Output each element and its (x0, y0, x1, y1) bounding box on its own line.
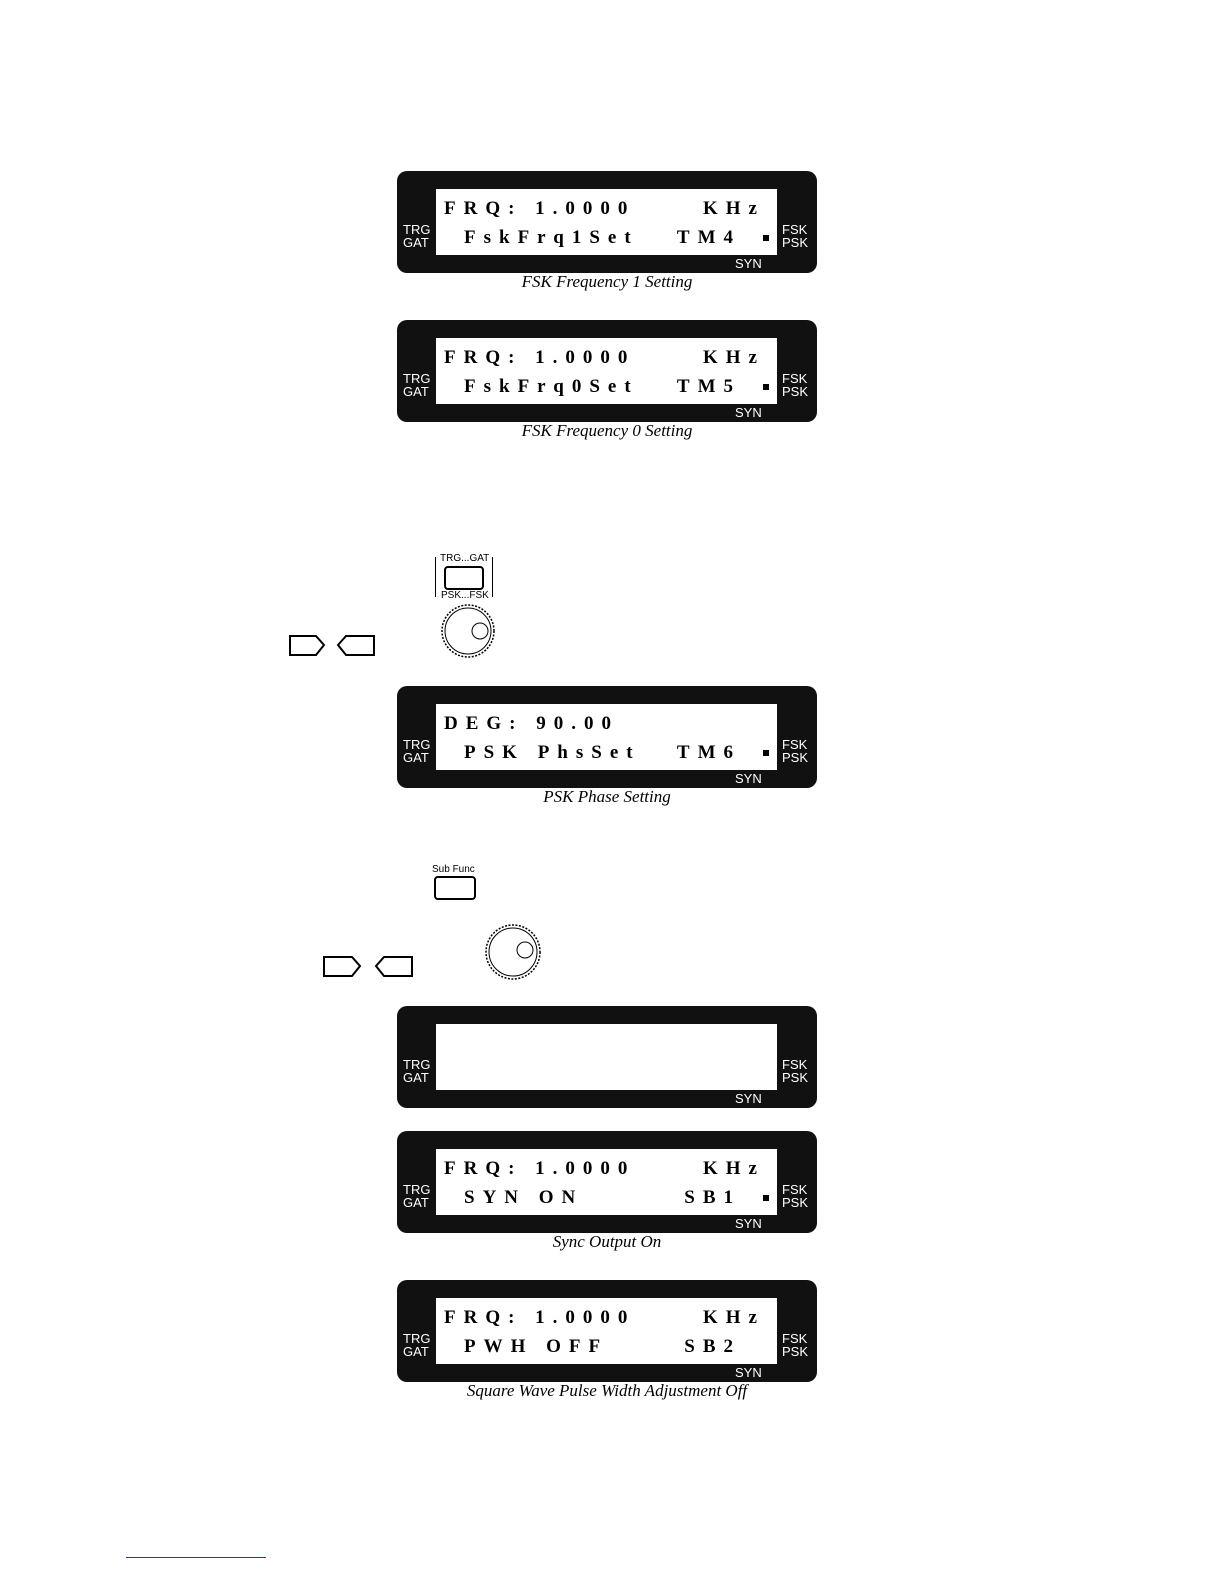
syn-indicator: SYN (735, 405, 762, 420)
fsk-indicator: FSK (782, 1057, 808, 1072)
figure-caption: PSK Phase Setting (543, 787, 671, 806)
lcd-cursor (763, 384, 769, 390)
gat-indicator: GAT (403, 384, 429, 399)
lcd-mode-code: SB1 (684, 1187, 741, 1208)
lcd-mode-code: TM5 (676, 376, 741, 397)
lcd-screen: FRQ: 1.0000 KHz FskFrq1Set TM4 (436, 189, 777, 255)
left-arrow-key (336, 635, 375, 656)
psk-indicator: PSK (782, 1195, 809, 1210)
lcd-cursor (763, 235, 769, 241)
psk-indicator: PSK (782, 384, 809, 399)
trg-gat-button-label: TRG...GAT (440, 553, 490, 564)
lcd-line2-text: FskFrq1Set (464, 227, 639, 248)
psk-indicator: PSK (782, 750, 809, 765)
sub-func-button[interactable] (434, 876, 476, 900)
figure-caption: FSK Frequency 1 Setting (521, 272, 693, 291)
syn-indicator: SYN (735, 256, 762, 271)
lcd-cursor (763, 750, 769, 756)
trg-indicator: TRG (403, 737, 431, 752)
gat-indicator: GAT (403, 235, 429, 250)
lcd-line1-text: FRQ: 1.0000 (444, 1307, 636, 1328)
gat-indicator: GAT (403, 1195, 429, 1210)
lcd-line1-text: DEG: 90.00 (444, 713, 619, 734)
syn-indicator: SYN (735, 1365, 762, 1380)
psk-fsk-button-label: PSK...FSK (441, 590, 489, 601)
trg-gat-button[interactable] (444, 566, 484, 590)
lcd-line1-text: FRQ: 1.0000 (444, 198, 636, 219)
arrow-keys (323, 956, 413, 977)
trg-indicator: TRG (403, 1331, 431, 1346)
figure-caption: Sync Output On (552, 1232, 662, 1251)
lcd-line2-text: PWH OFF (464, 1336, 609, 1357)
lcd-mode-code: SB2 (684, 1336, 741, 1357)
lcd-mode-code: TM6 (676, 742, 741, 763)
rotary-knob-icon[interactable] (484, 923, 542, 981)
lcd-unit: KHz (703, 347, 765, 368)
lcd-line2-text: PSK PhsSet (464, 742, 641, 763)
lcd-screen (436, 1024, 777, 1090)
trg-indicator: TRG (403, 1057, 431, 1072)
arrow-keys (289, 635, 375, 656)
lcd-mode-code: TM4 (676, 227, 741, 248)
syn-indicator: SYN (735, 1091, 762, 1106)
syn-indicator: SYN (735, 1216, 762, 1231)
lcd-cursor (763, 1195, 769, 1201)
right-arrow-key (289, 635, 326, 656)
lcd-line1-text: FRQ: 1.0000 (444, 347, 636, 368)
trg-indicator: TRG (403, 222, 431, 237)
gat-indicator: GAT (403, 1070, 429, 1085)
footnote-rule (126, 1557, 266, 1558)
psk-indicator: PSK (782, 235, 809, 250)
sub-func-button-label: Sub Func (432, 864, 475, 875)
rotary-knob-icon[interactable] (440, 603, 496, 659)
lcd-unit: KHz (703, 1307, 765, 1328)
fsk-indicator: FSK (782, 222, 808, 237)
fsk-indicator: FSK (782, 1331, 808, 1346)
fsk-indicator: FSK (782, 1182, 808, 1197)
psk-indicator: PSK (782, 1344, 809, 1359)
lcd-screen: DEG: 90.00 PSK PhsSet TM6 (436, 704, 777, 770)
button-bracket (435, 557, 493, 597)
trg-indicator: TRG (403, 1182, 431, 1197)
lcd-line2-text: FskFrq0Set (464, 376, 639, 397)
syn-indicator: SYN (735, 771, 762, 786)
figure-caption: FSK Frequency 0 Setting (521, 421, 693, 440)
lcd-unit: KHz (703, 198, 765, 219)
lcd-screen: FRQ: 1.0000 KHz FskFrq0Set TM5 (436, 338, 777, 404)
trg-indicator: TRG (403, 371, 431, 386)
lcd-line2-text: SYN ON (464, 1187, 584, 1208)
lcd-unit: KHz (703, 1158, 765, 1179)
lcd-screen: FRQ: 1.0000 KHz SYN ON SB1 (436, 1149, 777, 1215)
left-arrow-key (374, 956, 413, 977)
right-arrow-key (323, 956, 362, 977)
lcd-screen: FRQ: 1.0000 KHz PWH OFF SB2 (436, 1298, 777, 1364)
fsk-indicator: FSK (782, 371, 808, 386)
gat-indicator: GAT (403, 750, 429, 765)
figure-caption: Square Wave Pulse Width Adjustment Off (466, 1381, 748, 1400)
fsk-indicator: FSK (782, 737, 808, 752)
lcd-line1-text: FRQ: 1.0000 (444, 1158, 636, 1179)
psk-indicator: PSK (782, 1070, 809, 1085)
gat-indicator: GAT (403, 1344, 429, 1359)
